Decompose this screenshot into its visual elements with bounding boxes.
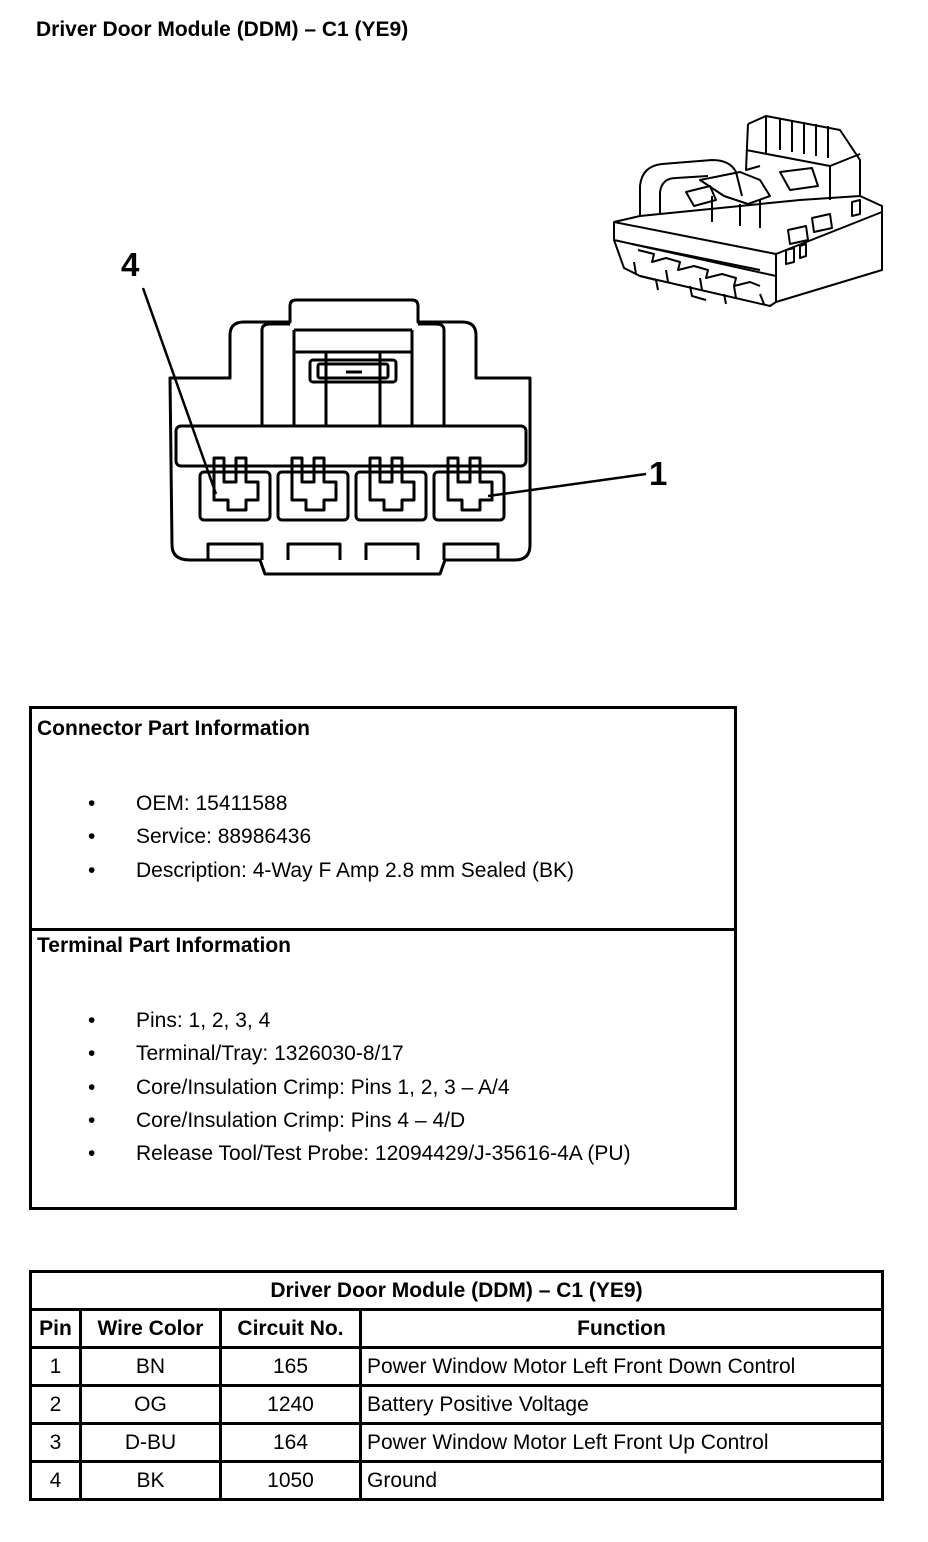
function-cell: Battery Positive Voltage <box>359 1384 884 1425</box>
function-cell: Ground <box>359 1460 884 1501</box>
table-caption-row: Driver Door Module (DDM) – C1 (YE9) <box>29 1270 884 1311</box>
pin-cell: 4 <box>29 1460 82 1501</box>
bullet-icon: • <box>88 825 96 849</box>
page-title: Driver Door Module (DDM) – C1 (YE9) <box>36 18 409 41</box>
list-item: •Core/Insulation Crimp: Pins 1, 2, 3 – A… <box>32 1071 734 1104</box>
pin-1-callout: 1 <box>649 455 668 492</box>
column-header-pin: Pin <box>29 1308 82 1349</box>
terminal-part-info: Terminal Part Information •Pins: 1, 2, 3… <box>32 928 734 1207</box>
bullet-icon: • <box>88 1042 96 1066</box>
circuit-cell: 1240 <box>219 1384 362 1425</box>
pin-cell: 1 <box>29 1346 82 1387</box>
table-row: 4 BK 1050 Ground <box>29 1460 884 1501</box>
pin-cell: 2 <box>29 1384 82 1425</box>
list-item: •Release Tool/Test Probe: 12094429/J-356… <box>32 1137 734 1170</box>
connector-info-heading: Connector Part Information <box>37 717 311 740</box>
bullet-icon: • <box>88 1108 96 1132</box>
table-caption: Driver Door Module (DDM) – C1 (YE9) <box>29 1270 884 1311</box>
connector-part-info: Connector Part Information •OEM: 1541158… <box>32 709 734 931</box>
circuit-cell: 1050 <box>219 1460 362 1501</box>
list-item: •Core/Insulation Crimp: Pins 4 – 4/D <box>32 1104 734 1137</box>
table-row: 1 BN 165 Power Window Motor Left Front D… <box>29 1346 884 1387</box>
pin-4-callout: 4 <box>121 246 140 283</box>
part-info-box: Connector Part Information •OEM: 1541158… <box>29 706 737 1210</box>
bullet-icon: • <box>88 1075 96 1099</box>
pin-table: Driver Door Module (DDM) – C1 (YE9) Pin … <box>29 1270 884 1501</box>
list-item: •OEM: 15411588 <box>32 787 734 820</box>
column-header-circuit-no: Circuit No. <box>219 1308 362 1349</box>
pin-cell: 3 <box>29 1422 82 1463</box>
list-item: •Service: 88986436 <box>32 820 734 853</box>
circuit-cell: 165 <box>219 1346 362 1387</box>
function-cell: Power Window Motor Left Front Up Control <box>359 1422 884 1463</box>
function-cell: Power Window Motor Left Front Down Contr… <box>359 1346 884 1387</box>
bullet-icon: • <box>88 858 96 882</box>
connector-face-diagram <box>141 287 647 576</box>
circuit-cell: 164 <box>219 1422 362 1463</box>
list-item: •Pins: 1, 2, 3, 4 <box>32 1004 734 1037</box>
table-row: 2 OG 1240 Battery Positive Voltage <box>29 1384 884 1425</box>
column-header-wire-color: Wire Color <box>79 1308 222 1349</box>
wire-color-cell: OG <box>79 1384 222 1425</box>
bullet-icon: • <box>88 792 96 815</box>
bullet-icon: • <box>88 1009 96 1032</box>
table-row: 3 D-BU 164 Power Window Motor Left Front… <box>29 1422 884 1463</box>
wire-color-cell: D-BU <box>79 1422 222 1463</box>
wire-color-cell: BN <box>79 1346 222 1387</box>
column-header-function: Function <box>359 1308 884 1349</box>
bullet-icon: • <box>88 1142 96 1166</box>
terminal-info-list: •Pins: 1, 2, 3, 4 •Terminal/Tray: 132603… <box>32 1004 734 1170</box>
terminal-info-heading: Terminal Part Information <box>37 934 291 957</box>
connector-isometric-view <box>613 115 883 307</box>
wire-color-cell: BK <box>79 1460 222 1501</box>
list-item: •Terminal/Tray: 1326030-8/17 <box>32 1037 734 1070</box>
list-item: •Description: 4-Way F Amp 2.8 mm Sealed … <box>32 854 734 887</box>
connector-info-list: •OEM: 15411588 •Service: 88986436 •Descr… <box>32 787 734 887</box>
table-header-row: Pin Wire Color Circuit No. Function <box>29 1308 884 1349</box>
